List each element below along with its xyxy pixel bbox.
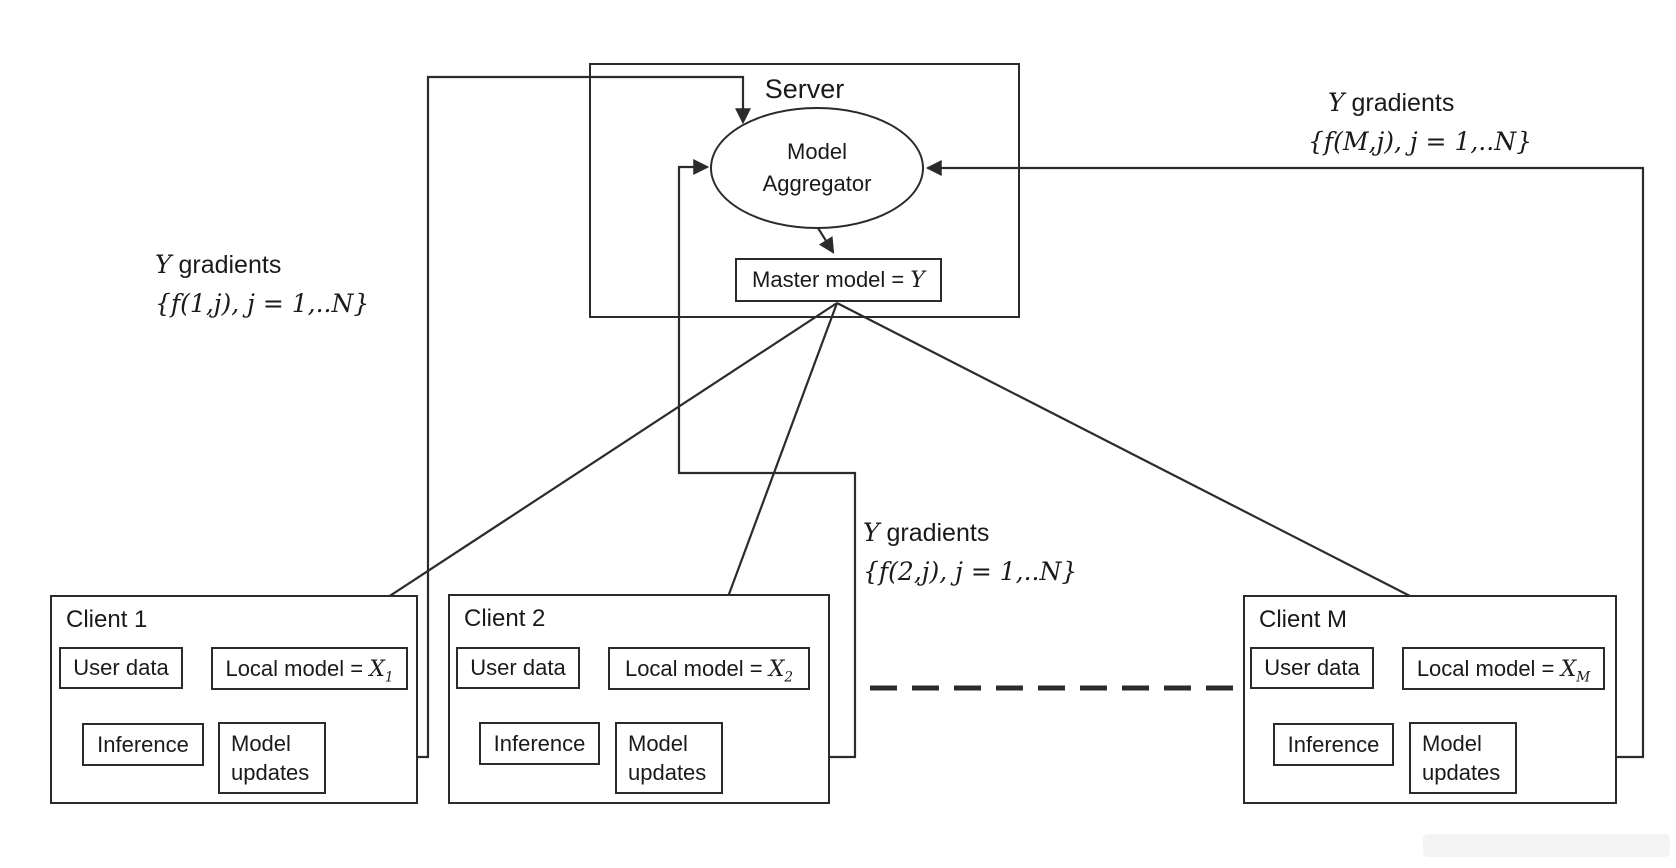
aggregator-label-line1: Model xyxy=(787,139,847,165)
server-title: Server xyxy=(764,74,845,104)
client1-inference-box: Inference xyxy=(82,723,204,766)
client2-local-model-label: Local model =X2 xyxy=(624,655,794,685)
client2-model-updates-line1: Model xyxy=(628,730,688,756)
artifact-patch xyxy=(1423,834,1670,857)
client1-user-data-box: User data xyxy=(59,647,183,689)
gradients-label-client2: Y gradients {f(2,j), j = 1,..N} xyxy=(863,514,1077,592)
client2-name: Client 2 xyxy=(464,605,546,632)
model-aggregator-ellipse: Model Aggregator xyxy=(710,107,924,229)
clientM-name: Client M xyxy=(1259,606,1348,633)
gradients-formula-clientM: {f(M,j), j = 1,..N} xyxy=(1308,126,1532,156)
client1-local-model-box: Local model =X1 xyxy=(211,647,408,690)
gradients-label-clientM: Y gradients {f(M,j), j = 1,..N} xyxy=(1308,84,1532,162)
master-model-box: Master model =Y xyxy=(735,258,942,302)
clientM-inference-label: Inference xyxy=(1287,731,1380,757)
client1-model-updates-line2: updates xyxy=(231,760,310,785)
client2-model-updates-box: Model updates xyxy=(615,722,723,794)
gradients-label-client1: Y gradients {f(1,j), j = 1,..N} xyxy=(155,246,369,324)
client1-model-updates-box: Model updates xyxy=(218,722,326,794)
clientM-user-data-box: User data xyxy=(1250,647,1374,689)
client1-name: Client 1 xyxy=(66,606,148,633)
master-to-client1-arrow xyxy=(316,302,838,645)
gradients-formula-client2: {f(2,j), j = 1,..N} xyxy=(863,556,1078,586)
gradients-formula-client1: {f(1,j), j = 1,..N} xyxy=(155,288,370,318)
client1-local-model-label: Local model =X1 xyxy=(225,655,394,685)
client2-local-model-box: Local model =X2 xyxy=(608,647,810,690)
aggregator-label-line2: Aggregator xyxy=(762,171,872,196)
client2-model-updates-line2: updates xyxy=(628,760,707,785)
clientM-model-updates-box: Model updates xyxy=(1409,722,1517,794)
client1-user-data-label: User data xyxy=(73,655,169,680)
clientM-model-updates-line1: Model xyxy=(1422,730,1482,756)
client1-inference-label: Inference xyxy=(97,731,189,757)
clientM-local-model-box: Local model =XM xyxy=(1402,647,1605,690)
client2-user-data-label: User data xyxy=(470,655,566,680)
clientM-model-updates-line2: updates xyxy=(1422,760,1501,785)
clientM-user-data-label: User data xyxy=(1264,655,1360,680)
aggregator-to-master-arrow xyxy=(817,227,835,254)
client2-gradients-connector xyxy=(677,159,857,759)
master-to-client2-arrow xyxy=(709,302,839,643)
master-model-label: Master model =Y xyxy=(752,267,925,293)
client1-model-updates-line1: Model xyxy=(231,730,291,756)
client2-inference-label: Inference xyxy=(493,730,586,756)
clientM-inference-box: Inference xyxy=(1273,723,1394,766)
server-box xyxy=(589,63,1020,318)
master-to-clientM-arrow xyxy=(836,302,1498,642)
client2-inference-box: Inference xyxy=(479,722,600,765)
client2-user-data-box: User data xyxy=(456,647,580,689)
clientM-local-model-label: Local model =XM xyxy=(1416,655,1591,685)
